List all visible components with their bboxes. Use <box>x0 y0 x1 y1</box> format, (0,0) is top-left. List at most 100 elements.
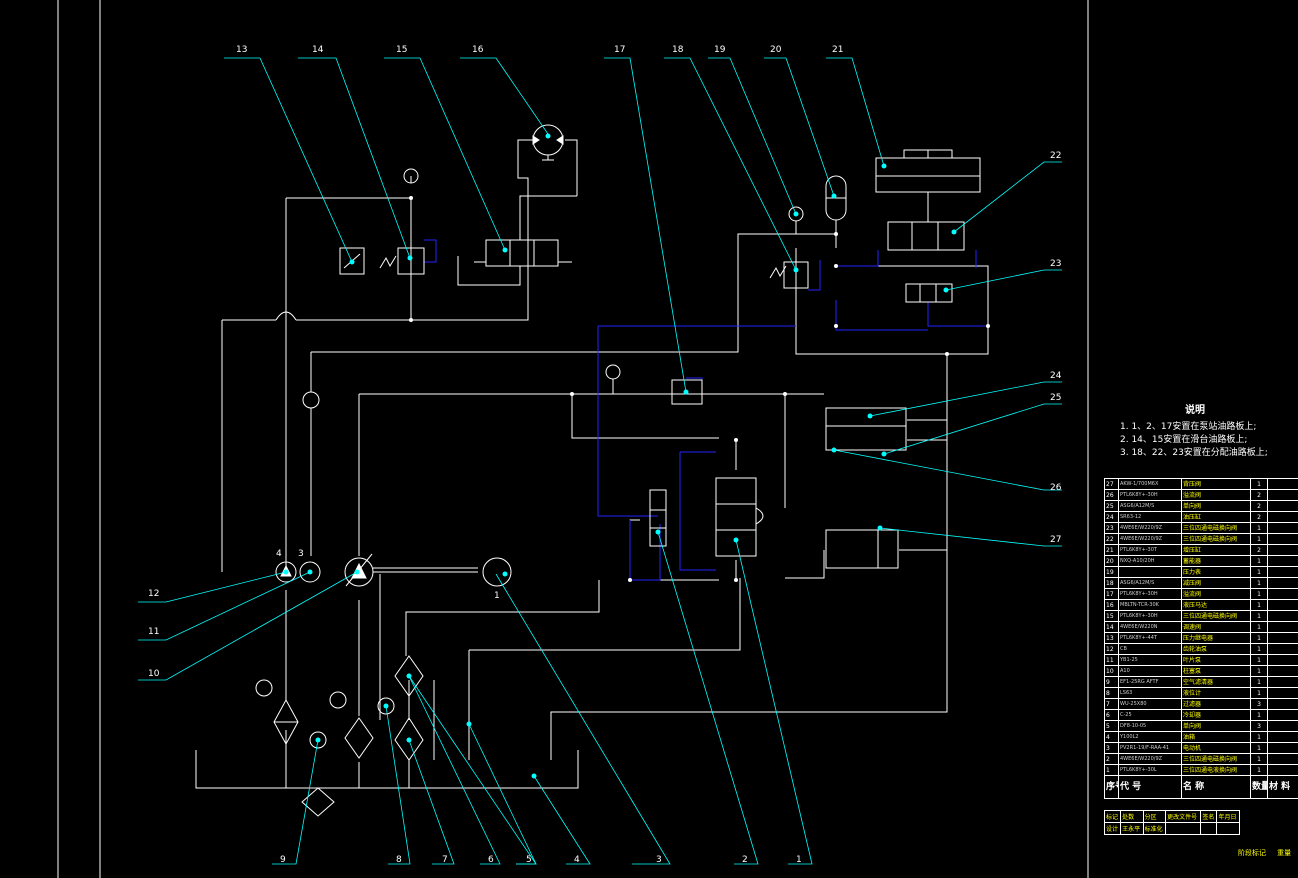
callout-11: 11 <box>148 627 159 637</box>
parts-cell-name: 溢流阀 <box>1181 588 1251 600</box>
tb-cell: 处数 <box>1120 810 1144 823</box>
parts-cell-mat <box>1267 566 1298 578</box>
main-pipes <box>195 139 989 789</box>
parts-cell-no: 20 <box>1104 555 1119 567</box>
parts-cell-no: 19 <box>1104 566 1119 578</box>
parts-cell-no: 1 <box>1104 764 1119 776</box>
notes-title: 说明 <box>1185 405 1205 416</box>
parts-cell-name: 溢流阀 <box>1181 489 1251 501</box>
tb-cell: 设计 <box>1103 822 1122 835</box>
parts-cell-mat <box>1267 478 1298 490</box>
parts-cell-code: CB <box>1118 643 1182 655</box>
parts-cell-qty: 1 <box>1250 577 1268 589</box>
parts-cell-code <box>1118 566 1182 578</box>
parts-cell-qty: 1 <box>1250 533 1268 545</box>
parts-cell-code: PTL6K8Y+-44T <box>1118 632 1182 644</box>
parts-header-qty: 数量 <box>1250 775 1268 799</box>
parts-cell-no: 27 <box>1104 478 1119 490</box>
parts-cell-name: 油箱 <box>1181 731 1251 743</box>
parts-cell-no: 3 <box>1104 742 1119 754</box>
parts-cell-name: 增压缸 <box>1181 544 1251 556</box>
callout-10: 10 <box>148 669 160 679</box>
callout-22: 22 <box>1050 151 1061 161</box>
tb-cell: 分区 <box>1142 810 1167 823</box>
callout-17: 17 <box>614 45 625 55</box>
parts-cell-name: 液压马达 <box>1181 599 1251 611</box>
callout-25: 25 <box>1050 393 1061 403</box>
parts-cell-code: 4WE6E/W220/9Z <box>1118 533 1182 545</box>
parts-cell-code: 4WE6E/W220N <box>1118 621 1182 633</box>
callout-b7: 7 <box>442 855 448 865</box>
callout-b2: 2 <box>742 855 748 865</box>
parts-cell-mat <box>1267 621 1298 633</box>
parts-cell-qty: 1 <box>1250 742 1268 754</box>
pump-label-4: 4 <box>276 549 282 559</box>
callout-20: 20 <box>770 45 782 55</box>
callout-27: 27 <box>1050 535 1061 545</box>
parts-cell-mat <box>1267 731 1298 743</box>
parts-cell-name: 齿轮油泵 <box>1181 643 1251 655</box>
parts-cell-code: PTL6K8Y+-30H <box>1118 588 1182 600</box>
parts-header-no: 序号 <box>1104 775 1119 799</box>
parts-cell-qty: 1 <box>1250 764 1268 776</box>
parts-cell-name: 压力表 <box>1181 566 1251 578</box>
parts-cell-code: PTL6K8Y+-30L <box>1118 764 1182 776</box>
parts-cell-qty: 1 <box>1250 610 1268 622</box>
parts-cell-mat <box>1267 665 1298 677</box>
parts-cell-no: 23 <box>1104 522 1119 534</box>
frame <box>57 0 1089 878</box>
tb-cell: 标准化 <box>1142 822 1167 835</box>
callout-15: 15 <box>396 45 407 55</box>
parts-cell-mat <box>1267 533 1298 545</box>
parts-cell-name: 冷却器 <box>1181 709 1251 721</box>
parts-cell-name: 三位四通电液换向阀 <box>1181 764 1251 776</box>
motor-label-1: 1 <box>494 591 500 601</box>
tb-cell: 标记 <box>1103 810 1122 823</box>
parts-cell-code: ASG6/A12M/S <box>1118 500 1182 512</box>
parts-cell-code: SR63-12 <box>1118 511 1182 523</box>
parts-cell-code: PTL6K8Y+-30H <box>1118 610 1182 622</box>
note-line-1: 1. 1、2、17安置在泵站油路板上; <box>1120 422 1257 432</box>
parts-cell-qty: 1 <box>1250 632 1268 644</box>
parts-cell-mat <box>1267 522 1298 534</box>
parts-cell-qty: 1 <box>1250 643 1268 655</box>
parts-cell-code: PTL6K8Y+-30H <box>1118 489 1182 501</box>
parts-cell-code: A10 <box>1118 665 1182 677</box>
junction-dots <box>409 196 990 582</box>
parts-cell-code: ASG6/A12M/S <box>1118 577 1182 589</box>
callout-21: 21 <box>832 45 843 55</box>
parts-cell-name: 过滤器 <box>1181 698 1251 710</box>
drawing-notes: 说明 1. 1、2、17安置在泵站油路板上; 2. 14、15安置在滑台油路板上… <box>1120 404 1270 460</box>
parts-cell-name: 单向阀 <box>1181 500 1251 512</box>
callout-23: 23 <box>1050 259 1061 269</box>
leader-lines <box>138 57 1062 865</box>
callout-b6: 6 <box>488 855 494 865</box>
parts-cell-name: 三位四通电磁换向阀 <box>1181 533 1251 545</box>
parts-header-name: 名 称 <box>1181 775 1251 799</box>
parts-cell-qty: 1 <box>1250 731 1268 743</box>
parts-cell-name: 油压缸 <box>1181 511 1251 523</box>
parts-cell-code: 4WE6E/W220/9Z <box>1118 522 1182 534</box>
parts-cell-mat <box>1267 632 1298 644</box>
parts-cell-qty: 2 <box>1250 544 1268 556</box>
callout-b8: 8 <box>396 855 402 865</box>
parts-cell-no: 12 <box>1104 643 1119 655</box>
parts-cell-mat <box>1267 753 1298 765</box>
parts-cell-code: DF8-10-05 <box>1118 720 1182 732</box>
parts-cell-code: C-25 <box>1118 709 1182 721</box>
parts-cell-qty: 1 <box>1250 665 1268 677</box>
parts-cell-name: 叶片泵 <box>1181 654 1251 666</box>
